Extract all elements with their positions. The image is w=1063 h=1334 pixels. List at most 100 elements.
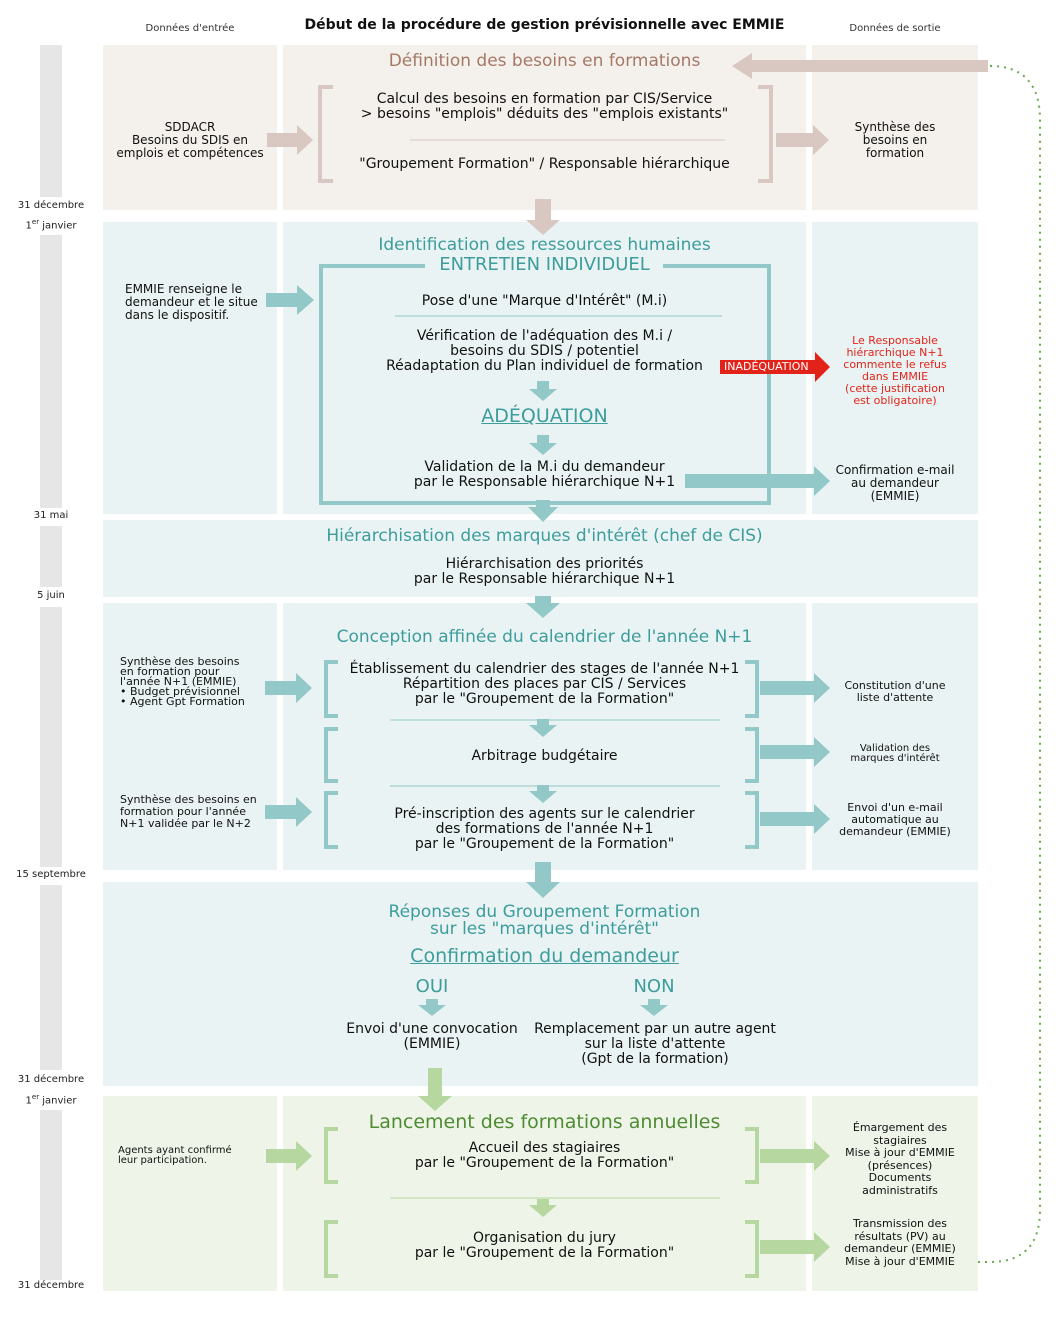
date-31-decembre-2: 31 décembre [17,1074,85,1085]
oui-down-arrow [418,999,446,1016]
s4-bracket-right-1 [745,660,759,718]
oui-result: Envoi d'une convocation(EMMIE) [346,1021,518,1052]
s4-bracket-left-1 [324,660,338,718]
date-1er-janvier-1: 1er janvier [25,218,77,232]
s5-panel [103,882,978,1086]
s6-input-arrow [266,1141,312,1171]
s6-title: Lancement des formations annuelles [368,1111,721,1133]
inadequation-label: INADÉQUATION [724,360,809,373]
s1-left-panel [103,45,277,210]
s4-center-panel [283,603,806,870]
date-31-decembre-1: 31 décembre [17,200,85,211]
s2-box-title: ENTRETIEN INDIVIDUEL [439,254,650,275]
s6-output-arrow-1 [760,1141,830,1171]
s1-bracket-right [758,85,773,183]
s2-center-panel [283,222,806,514]
s2-input-arrow [266,285,314,315]
s4-title: Conception affinée du calendrier de l'an… [336,627,753,647]
s1-right-panel [812,45,978,210]
page-title: Début de la procédure de gestion prévisi… [304,17,785,33]
s4-bracket-left-2 [324,727,338,783]
oui-label: OUI [415,976,449,997]
date-5-juin: 5 juin [37,590,65,601]
timeline-bar-1 [40,45,62,197]
s1-return-arrow [732,53,988,79]
s1-output-arrow [776,125,829,155]
s4-input-arrow-2 [265,797,312,827]
s1-step-groupement: "Groupement Formation" / Responsable hié… [359,156,730,172]
date-31-mai: 31 mai [33,510,69,521]
inadequation-arrow [720,352,830,382]
s6-output-arrow-2 [760,1232,830,1262]
s6-bracket-left-2 [324,1220,338,1278]
s4-down-arrow-1 [529,719,557,737]
s6-right-panel [812,1096,978,1291]
s1-bracket-left [318,85,333,183]
s4-output-arrow-3 [760,804,830,834]
s3-panel [103,520,978,597]
s1-title: Définition des besoins en formations [388,51,701,71]
s1-center-panel [283,45,806,210]
non-down-arrow [640,999,668,1016]
s2-title: Identification des ressources humaines [378,235,711,255]
s6-down-arrow [529,1199,557,1217]
timeline-bar-2 [40,235,62,508]
loop-dotted-line [975,65,1041,1263]
s4-input-arrow-1 [265,673,312,703]
non-label: NON [633,976,675,997]
s4-right-panel [812,603,978,870]
timeline-bar-5 [40,885,62,1070]
date-1er-janvier-2: 1er janvier [25,1093,77,1107]
s2-output-arrow [685,466,830,496]
s2-down-arrow-1 [529,381,557,401]
s4-to-s5-arrow [526,862,560,898]
s6-bracket-right-2 [745,1220,759,1278]
s4-down-arrow-2 [529,785,557,803]
date-31-decembre-3: 31 décembre [17,1280,85,1291]
s2-step-pose: Pose d'une "Marque d'Intérêt" (M.i) [421,293,668,309]
s2-down-arrow-2 [529,435,557,455]
date-15-septembre: 15 septembre [16,869,86,880]
s6-center-panel [283,1096,806,1291]
s3-to-s4-arrow [526,596,560,618]
s6-bracket-right-1 [745,1127,759,1184]
timeline-bar-4 [40,607,62,867]
adequation-label: ADÉQUATION [481,405,608,427]
s4-left-panel [103,603,277,870]
s4-step-calendrier: Établissement du calendrier des stages d… [349,661,740,707]
s2-to-s3-arrow [528,500,558,522]
s1-down-arrow [526,199,560,235]
s6-bracket-left-1 [324,1127,338,1184]
s1-step-calcul: Calcul des besoins en formation par CIS/… [360,91,729,122]
s6-left-panel [103,1096,277,1291]
header-input-label: Données d'entrée [145,23,235,34]
s4-bracket-left-3 [324,791,338,849]
s2-step-verification: Vérification de l'adéquation des M.i /be… [386,328,703,374]
s1-input-arrow [267,125,313,155]
s2-right-panel [812,222,978,514]
s4-step-preinscription: Pré-inscription des agents sur le calend… [394,806,695,852]
s4-bracket-right-3 [745,791,759,849]
timeline-bar-6 [40,1110,62,1280]
header-output-label: Données de sortie [849,23,941,34]
s5-to-s6-arrow [418,1068,452,1111]
